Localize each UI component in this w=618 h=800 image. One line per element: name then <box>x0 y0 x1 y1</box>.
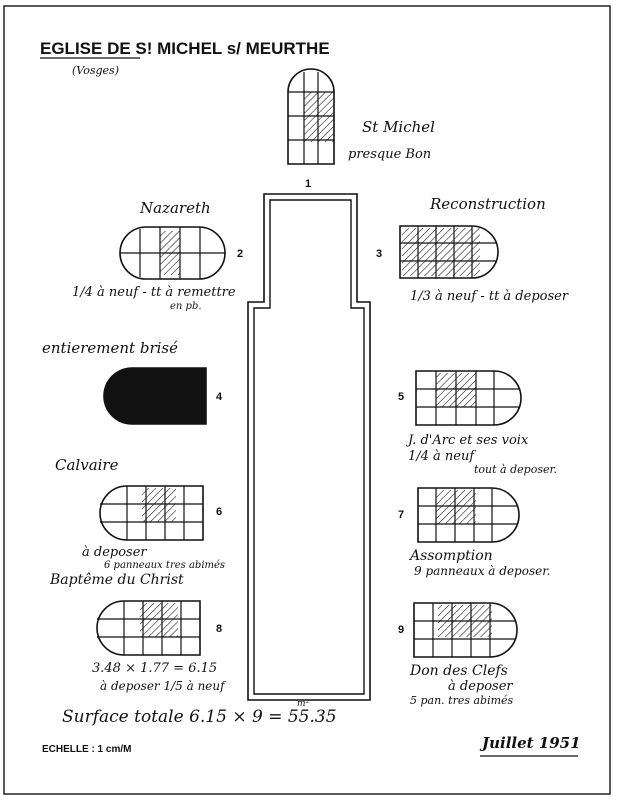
window-7-name: Assomption <box>408 548 493 564</box>
surface-unit: m² <box>297 699 310 709</box>
window-6 <box>99 485 204 541</box>
window-8-note: 3.48 × 1.77 = 6.15 <box>92 661 217 676</box>
window-9-number: 9 <box>398 624 404 636</box>
window-5-note: 1/4 à neuf <box>408 449 476 464</box>
window-4 <box>103 367 207 425</box>
window-8 <box>96 600 201 656</box>
scale-label: ECHELLE : 1 cm/M <box>42 744 131 755</box>
window-7-number: 7 <box>398 509 404 521</box>
window-2 <box>119 226 226 280</box>
window-2-name: Nazareth <box>139 199 211 217</box>
window-9-note: à deposer <box>448 679 513 694</box>
window-4-number: 4 <box>216 391 223 403</box>
window-3-name: Reconstruction <box>429 195 546 213</box>
window-2-number: 2 <box>237 248 243 260</box>
window-1-number: 1 <box>305 178 311 190</box>
window-3 <box>399 225 499 279</box>
window-5 <box>415 370 522 426</box>
window-1-name: St Michel <box>362 118 435 136</box>
window-9-note-2: 5 pan. tres abimés <box>410 694 514 707</box>
window-6-note-2: 6 panneaux tres abimés <box>104 560 225 571</box>
window-2-note-2: en pb. <box>170 301 202 312</box>
window-6-number: 6 <box>216 506 222 518</box>
window-3-number: 3 <box>376 248 382 260</box>
window-5-note-2: tout à deposer. <box>474 463 557 476</box>
window-8-note-2: à deposer 1/5 à neuf <box>100 679 227 693</box>
window-9-name: Don des Clefs <box>409 663 508 679</box>
window-3-note: 1/3 à neuf - tt à deposer <box>410 289 569 304</box>
window-8-name: Baptême du Christ <box>49 572 184 588</box>
page-subtitle: (Vosges) <box>72 64 119 77</box>
church-plan-inner <box>253 199 365 695</box>
surface-total: Surface totale 6.15 × 9 = 55.35 <box>62 707 337 727</box>
date-label: Juillet 1951 <box>479 734 581 752</box>
window-4-name: entierement brisé <box>42 339 178 357</box>
window-7 <box>417 487 520 543</box>
window-5-number: 5 <box>398 391 404 403</box>
window-5-name: J. d'Arc et ses voix <box>405 433 529 448</box>
window-8-number: 8 <box>216 623 222 635</box>
window-9 <box>413 602 518 658</box>
window-2-note: 1/4 à neuf - tt à remettre <box>72 285 236 300</box>
window-1 <box>287 68 335 165</box>
sheet-border <box>3 5 611 795</box>
window-7-note: 9 panneaux à deposer. <box>414 564 550 578</box>
church-plan-outer <box>247 193 371 701</box>
window-6-note: à deposer <box>82 545 147 560</box>
window-6-name: Calvaire <box>55 456 119 474</box>
page-title: EGLISE DE S! MICHEL s/ MEURTHE <box>40 39 330 58</box>
window-1-note: presque Bon <box>348 147 431 162</box>
